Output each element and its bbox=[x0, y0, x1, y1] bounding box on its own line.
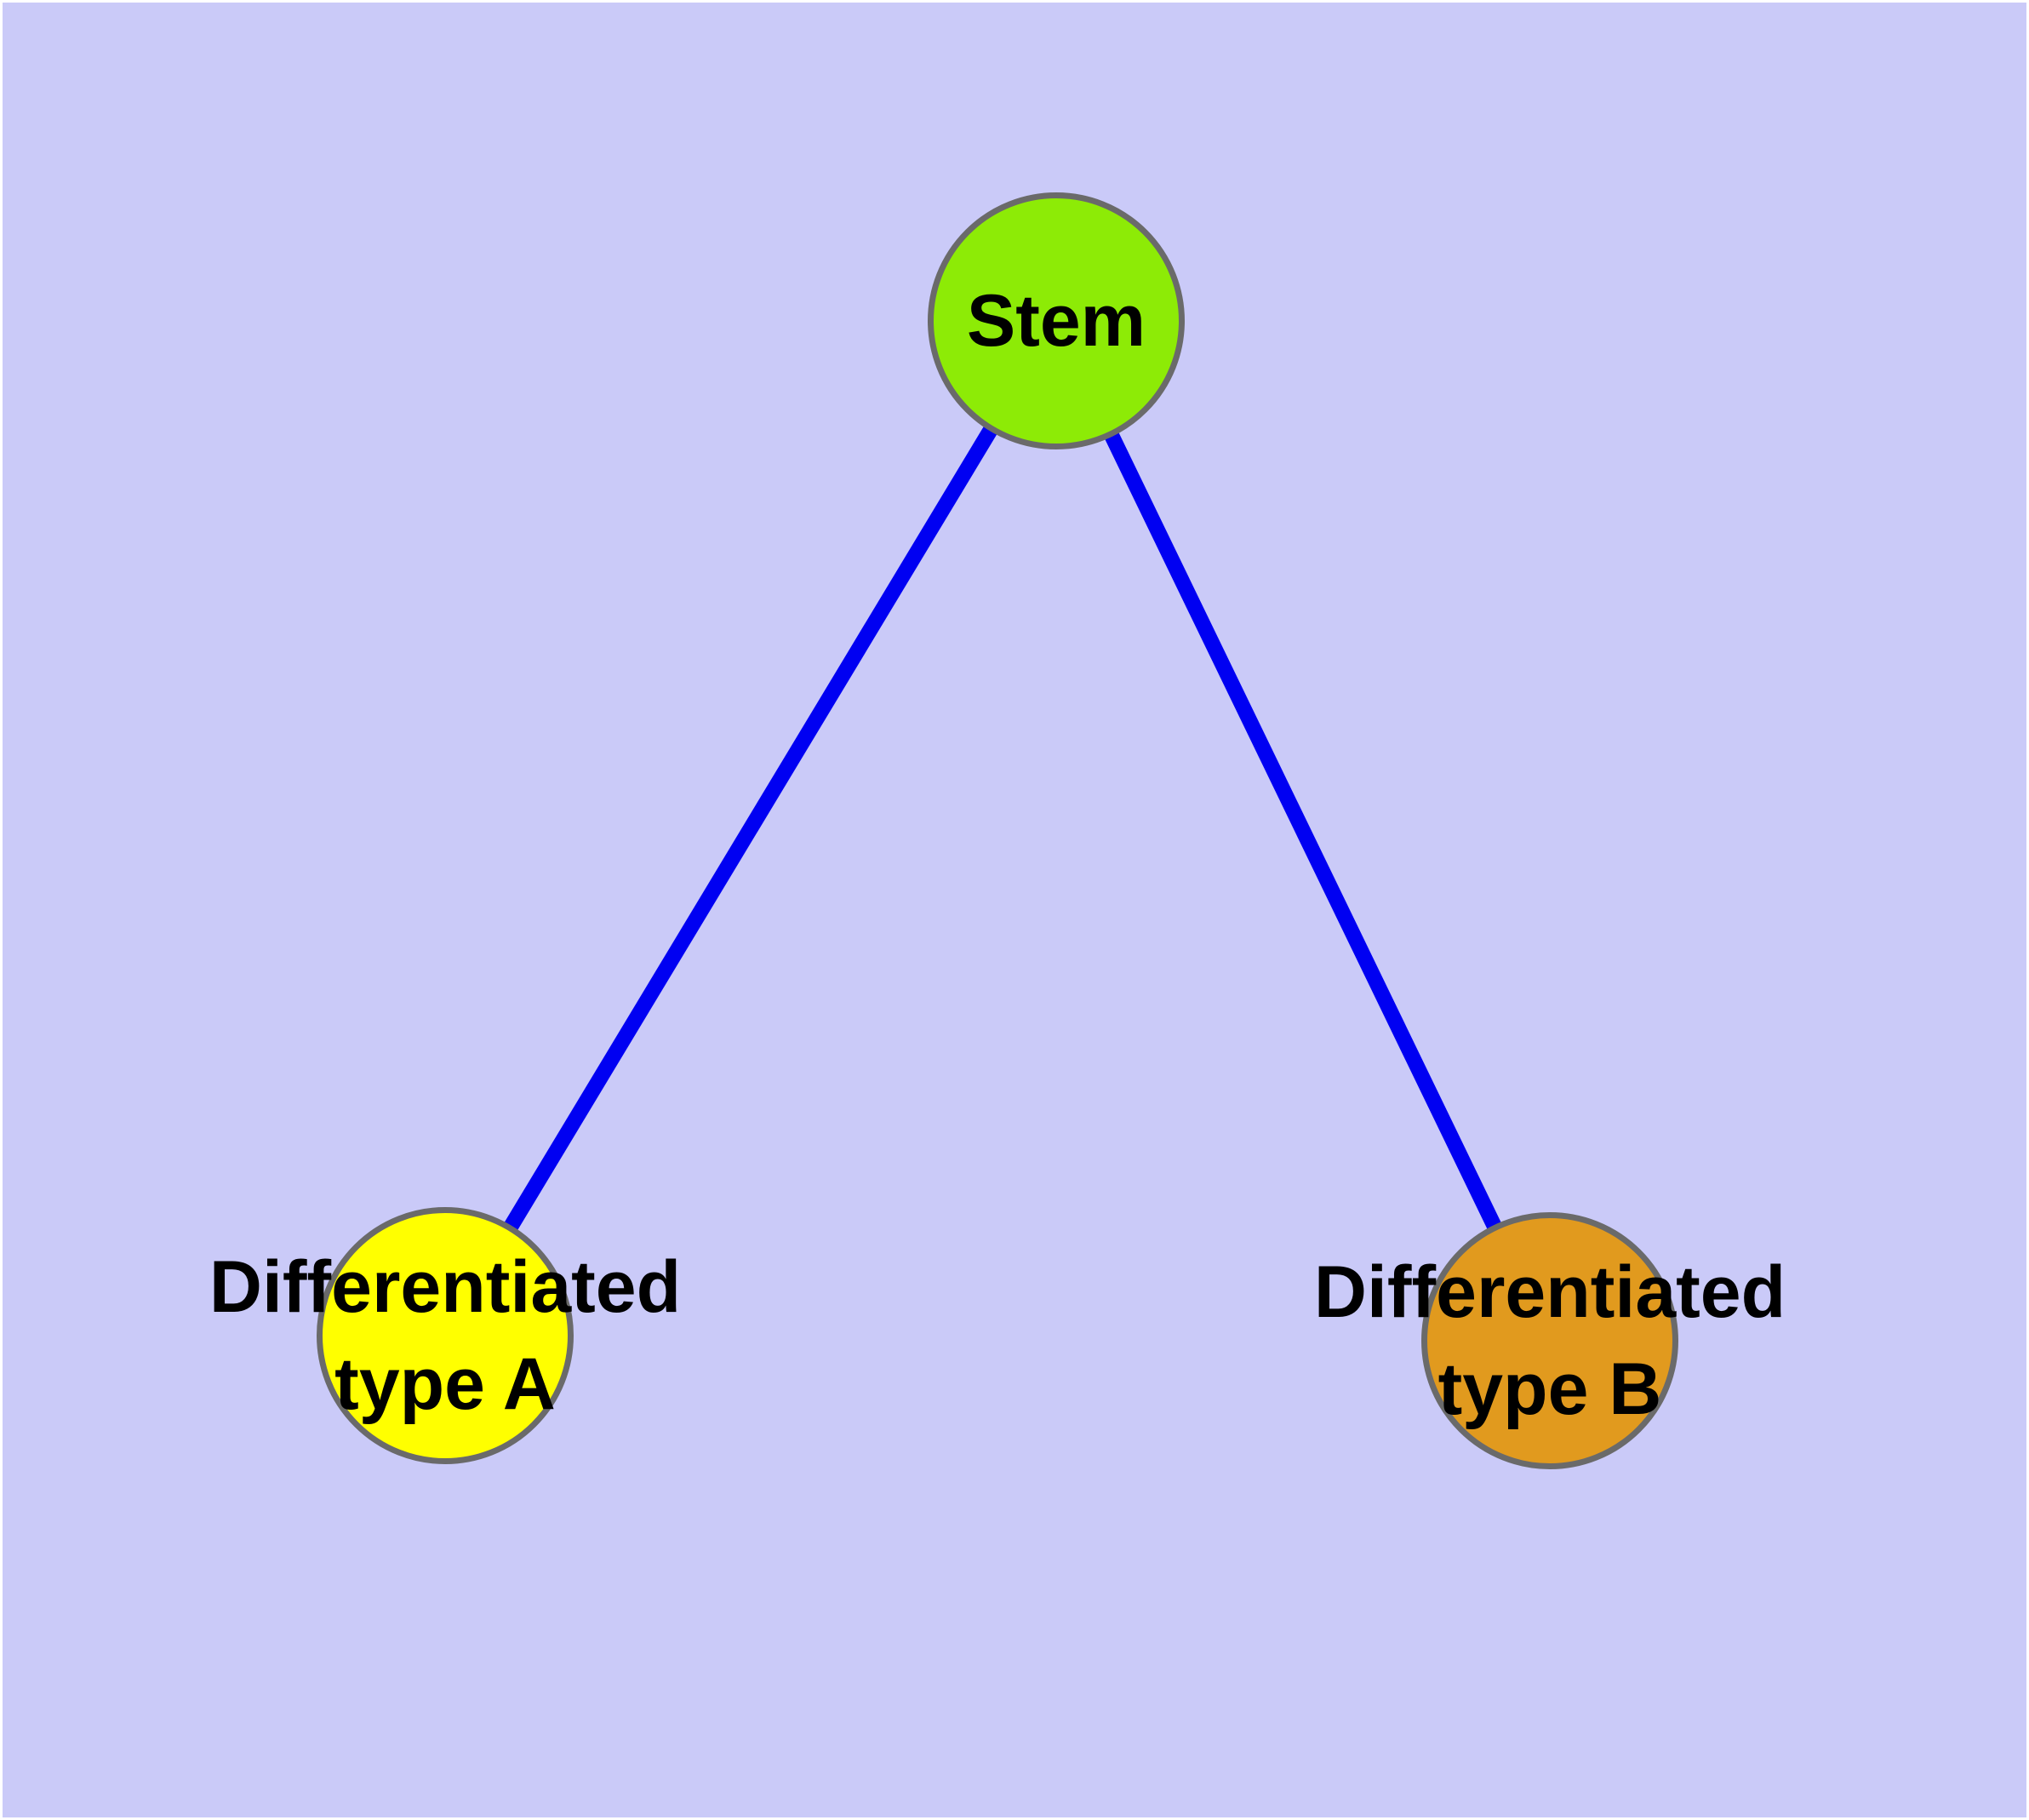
edge-stem-to-type-b bbox=[1049, 318, 1557, 1344]
node-differentiated-type-a-label: Differentiated type A bbox=[209, 1246, 682, 1425]
node-stem[interactable]: Stem bbox=[928, 192, 1185, 449]
node-differentiated-type-a[interactable]: Differentiated type A bbox=[209, 1207, 681, 1464]
edges-layer bbox=[438, 317, 1557, 1344]
node-differentiated-type-b[interactable]: Differentiated type B bbox=[1314, 1212, 1786, 1469]
node-differentiated-type-b-label: Differentiated type B bbox=[1313, 1251, 1786, 1430]
node-stem-label: Stem bbox=[966, 280, 1146, 362]
edge-stem-to-type-a bbox=[438, 317, 1063, 1340]
